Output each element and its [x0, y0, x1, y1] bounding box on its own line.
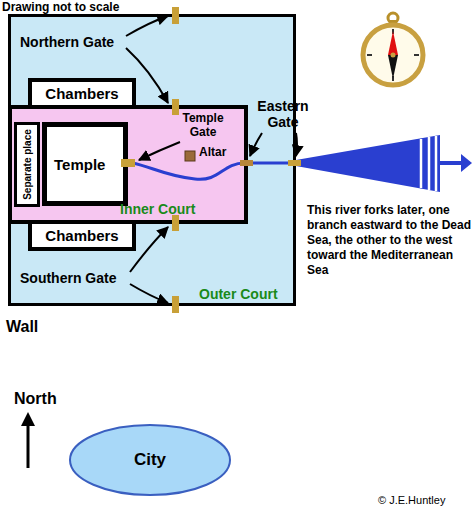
gate-marker [288, 160, 301, 166]
gate-label-box: Eastern Gate [250, 98, 316, 130]
gate-label: Eastern Gate [250, 98, 316, 130]
chambers-box: Chambers [28, 78, 136, 109]
leader-arrow [126, 48, 168, 103]
altar-label-box: Altar [199, 145, 226, 159]
gate-marker [172, 215, 179, 231]
note-label-box: Drawing not to scale [2, 0, 119, 14]
node-text: Chambers [45, 227, 118, 244]
gate-label: Southern Gate [20, 270, 116, 286]
node-text: Temple [54, 156, 105, 173]
city-ellipse-shape [70, 425, 230, 495]
wall-label-box: Wall [6, 318, 38, 336]
altar-label: Altar [199, 145, 226, 159]
river-stripe [428, 137, 431, 190]
river-note: This river forks later, one branch eastw… [307, 203, 472, 278]
gate-marker [172, 7, 179, 24]
node-text: Inner Court [120, 201, 195, 217]
river-stripe [435, 136, 438, 191]
north-arrow [27, 424, 30, 468]
gate-marker [172, 296, 179, 313]
compass-label: North [14, 390, 57, 408]
node-text: Separate place [22, 129, 33, 200]
gate-marker [240, 160, 253, 166]
north-arrowhead [21, 412, 35, 426]
river-arrow [440, 161, 462, 165]
leader-arrow [296, 133, 297, 156]
node-text: Outer Court [199, 286, 278, 302]
gate-label-box: Temple Gate [176, 111, 230, 139]
compass-icon [363, 13, 423, 85]
temple-box: Temple [42, 122, 128, 206]
node-text: Chambers [45, 85, 118, 102]
compass-pin [391, 53, 396, 58]
outer-court: Outer CourtChambersInner CourtSeparate p… [8, 14, 296, 306]
separate-place-box: Separate place [14, 122, 40, 207]
leader-arrow [130, 227, 168, 272]
gate-marker [172, 99, 179, 115]
river-stripe [420, 139, 423, 188]
river-stream [296, 135, 440, 192]
compass-face [363, 25, 423, 85]
copyright-note: © J.E.Huntley [378, 494, 445, 506]
city-ellipse: City [68, 423, 232, 497]
gate-label: Northern Gate [20, 34, 114, 50]
compass-tick [414, 54, 419, 56]
gate-label: Temple Gate [176, 111, 230, 139]
altar-symbol [185, 151, 195, 161]
wall-label: Wall [6, 318, 38, 336]
note-label: Drawing not to scale [2, 0, 119, 14]
river-note-box: This river forks later, one branch eastw… [307, 203, 472, 278]
leader-arrow [139, 142, 180, 160]
leader-arrows [126, 16, 297, 303]
leader-arrow [126, 16, 168, 36]
river-arrowhead [461, 154, 472, 172]
compass-tick [367, 54, 372, 56]
node-text: City [134, 450, 166, 470]
gate-label-box: Southern Gate [20, 270, 116, 286]
gate-marker [121, 159, 135, 167]
leader-arrow [250, 133, 262, 156]
gate-label-box: Northern Gate [20, 34, 114, 50]
river-line [132, 163, 296, 179]
leader-arrow [130, 284, 168, 303]
compass-label-box: North [14, 390, 57, 408]
chambers-box: Chambers [28, 220, 136, 251]
compass-needle [388, 55, 398, 79]
compass-needle [388, 31, 398, 55]
copyright-note-box: © J.E.Huntley [378, 494, 445, 506]
